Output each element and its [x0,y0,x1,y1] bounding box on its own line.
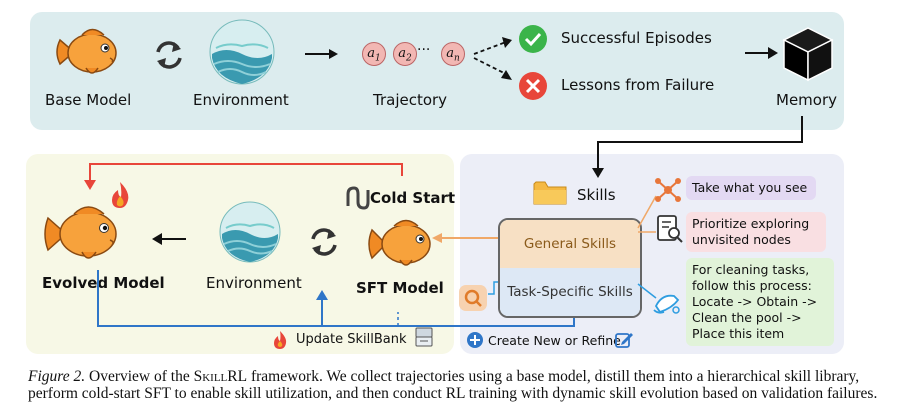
document-search-icon [657,215,683,243]
evolved-fish-icon [44,206,117,259]
skills-container: General Skills Task-Specific Skills [498,218,642,318]
sft-model-label: SFT Model [356,279,444,297]
prioritize-exploring-box: Prioritize exploring unvisited nodes [686,212,826,252]
arrow-right-icon [305,49,338,59]
skills-to-sft-arrow [432,233,504,243]
lessons-from-failure-label: Lessons from Failure [561,76,715,94]
cleaning-tool-icon [653,294,680,314]
cycle-arrows-icon-2 [311,228,337,256]
action-token-2: a2 [393,42,417,66]
check-circle-icon [519,25,547,53]
sft-fish-icon [368,219,431,266]
create-new-or-refine-label: Create New or Refine [488,333,621,348]
skillbank-box-icon [415,327,433,347]
evolved-model-label: Evolved Model [42,274,165,292]
folder-icon [533,181,567,205]
edit-icon [615,333,633,348]
skills-label: Skills [577,186,616,204]
arrow-to-memory-icon [745,47,778,59]
base-model-fish-icon [56,28,117,74]
ellipsis: ··· [417,42,431,58]
cleaning-process-box: For cleaning tasks, follow this process:… [686,258,834,346]
action-token-n: an [441,42,465,66]
successful-episodes-label: Successful Episodes [561,29,712,47]
memory-label: Memory [776,91,838,109]
cold-start-icon [346,186,370,210]
plus-circle-icon [467,332,483,348]
figure-caption: Figure 2. Overview of the SkillRL framew… [28,368,878,402]
task-specific-skills-box: Task-Specific Skills [500,268,640,316]
flame-icon-small [274,331,287,349]
cycle-arrows-icon [156,41,182,69]
general-skills-box: General Skills [500,220,640,268]
arrow-left-icon [152,233,186,245]
trajectory-label: Trajectory [373,91,448,109]
cross-circle-icon [519,72,547,100]
top-pipeline-panel [30,12,844,130]
memory-to-skills-arrow [592,116,803,178]
skill-connectors [637,195,657,299]
action-token-1: a1 [362,42,386,66]
red-feedback-arrow [84,163,403,190]
search-icon [459,285,487,311]
update-skillbank-label: Update SkillBank [296,332,407,347]
network-icon [655,178,681,202]
environment-label-left: Environment [206,274,302,292]
figure-label: Figure 2. [28,368,86,385]
take-what-you-see-box: Take what you see [686,176,816,200]
method-name: SkillRL [193,368,248,385]
dashed-branch-arrows [473,37,512,80]
flame-icon [112,182,129,208]
memory-cube-icon [782,27,834,82]
base-model-label: Base Model [45,91,132,109]
environment-label-top: Environment [193,91,289,109]
cold-start-label: Cold Start [370,189,456,207]
environment-globe-icon [209,19,275,85]
environment-globe-icon-2 [219,201,281,263]
